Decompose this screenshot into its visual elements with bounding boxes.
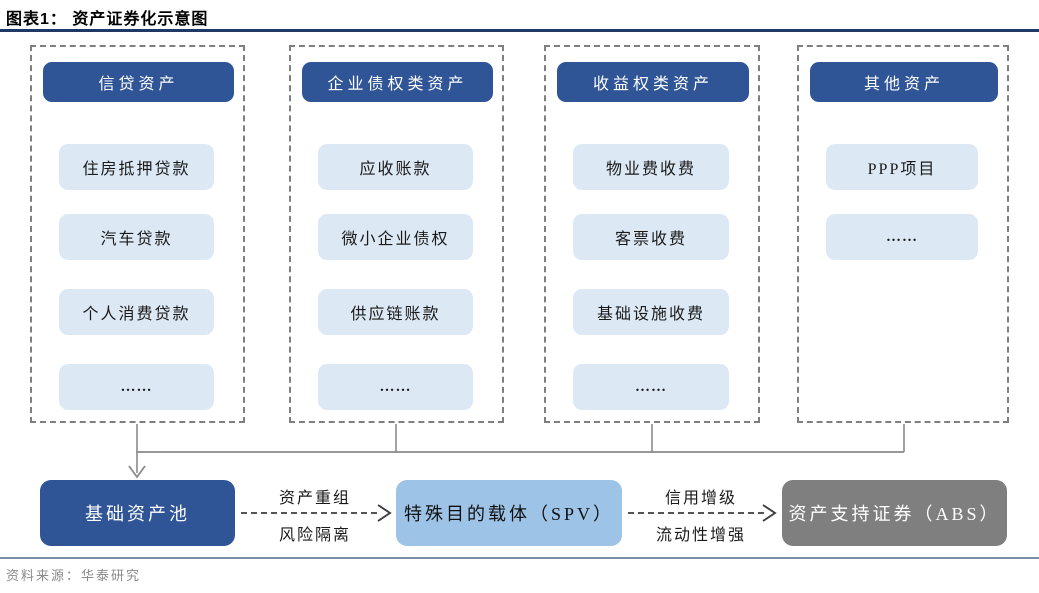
spv-box: 特殊目的载体（SPV） bbox=[396, 480, 622, 546]
asset-item: 客票收费 bbox=[573, 214, 729, 260]
asset-item-ellipsis: …… bbox=[826, 214, 978, 260]
asset-item: 个人消费贷款 bbox=[59, 289, 214, 335]
source-note: 资料来源：华泰研究 bbox=[6, 568, 142, 583]
arrow1-label-bottom: 风险隔离 bbox=[278, 527, 351, 544]
asset-item-ellipsis: …… bbox=[318, 364, 473, 410]
asset-item-ellipsis: …… bbox=[573, 364, 729, 410]
asset-item: 住房抵押贷款 bbox=[59, 144, 214, 190]
asset-item: 基础设施收费 bbox=[573, 289, 729, 335]
category-header: 信贷资产 bbox=[43, 62, 234, 102]
category-header: 收益权类资产 bbox=[557, 62, 749, 102]
asset-item: 微小企业债权 bbox=[318, 214, 473, 260]
asset-item: PPP项目 bbox=[826, 144, 978, 190]
footer-divider bbox=[0, 557, 1039, 559]
column-credit-assets: 信贷资产 住房抵押贷款 汽车贷款 个人消费贷款 …… bbox=[30, 45, 245, 423]
down-arrow-icon bbox=[128, 465, 146, 479]
asset-item-ellipsis: …… bbox=[59, 364, 214, 410]
arrow2-label-top: 信用增级 bbox=[664, 490, 737, 507]
asset-item: 汽车贷款 bbox=[59, 214, 214, 260]
column-income-rights-assets: 收益权类资产 物业费收费 客票收费 基础设施收费 …… bbox=[544, 45, 760, 423]
column-corporate-debt-assets: 企业债权类资产 应收账款 微小企业债权 供应链账款 …… bbox=[289, 45, 504, 423]
figure-title: 图表1： 资产证券化示意图 bbox=[6, 11, 209, 28]
category-header: 其他资产 bbox=[810, 62, 998, 102]
asset-item: 应收账款 bbox=[318, 144, 473, 190]
title-divider bbox=[0, 29, 1039, 32]
arrow2-label-bottom: 流动性增强 bbox=[655, 527, 746, 544]
category-header: 企业债权类资产 bbox=[302, 62, 493, 102]
arrow1-label-top: 资产重组 bbox=[278, 490, 351, 507]
column-other-assets: 其他资产 PPP项目 …… bbox=[797, 45, 1009, 423]
asset-item: 供应链账款 bbox=[318, 289, 473, 335]
asset-item: 物业费收费 bbox=[573, 144, 729, 190]
abs-box: 资产支持证券（ABS） bbox=[782, 480, 1007, 546]
asset-pool-box: 基础资产池 bbox=[40, 480, 235, 546]
